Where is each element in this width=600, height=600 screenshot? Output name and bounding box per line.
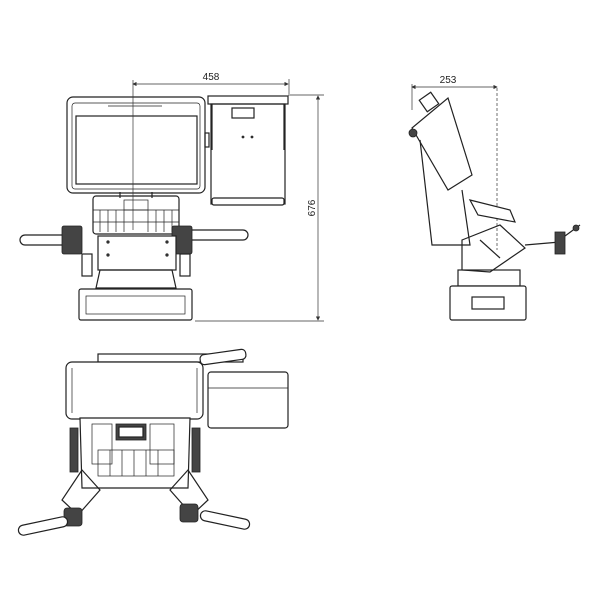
right-handle <box>185 229 249 241</box>
front-view: 458 676 <box>19 72 324 322</box>
side-view: 253 <box>408 75 581 321</box>
top-left-handle <box>17 516 69 536</box>
monitor-screen <box>75 115 198 185</box>
side-panel-top <box>207 95 289 105</box>
arm-rest <box>468 199 516 223</box>
top-right-handle <box>199 510 251 530</box>
width-label: 458 <box>203 72 220 83</box>
base <box>78 288 193 321</box>
top-console <box>79 417 191 489</box>
top-monitor <box>65 361 204 420</box>
depth-label: 253 <box>440 75 457 86</box>
height-label: 676 <box>307 199 318 216</box>
control-block <box>92 195 180 235</box>
top-view <box>17 348 289 536</box>
body <box>97 235 177 271</box>
monitor-housing <box>66 96 206 194</box>
top-side-panel <box>207 371 289 429</box>
monitor-side <box>411 96 473 191</box>
side-panel-handle <box>231 107 255 119</box>
